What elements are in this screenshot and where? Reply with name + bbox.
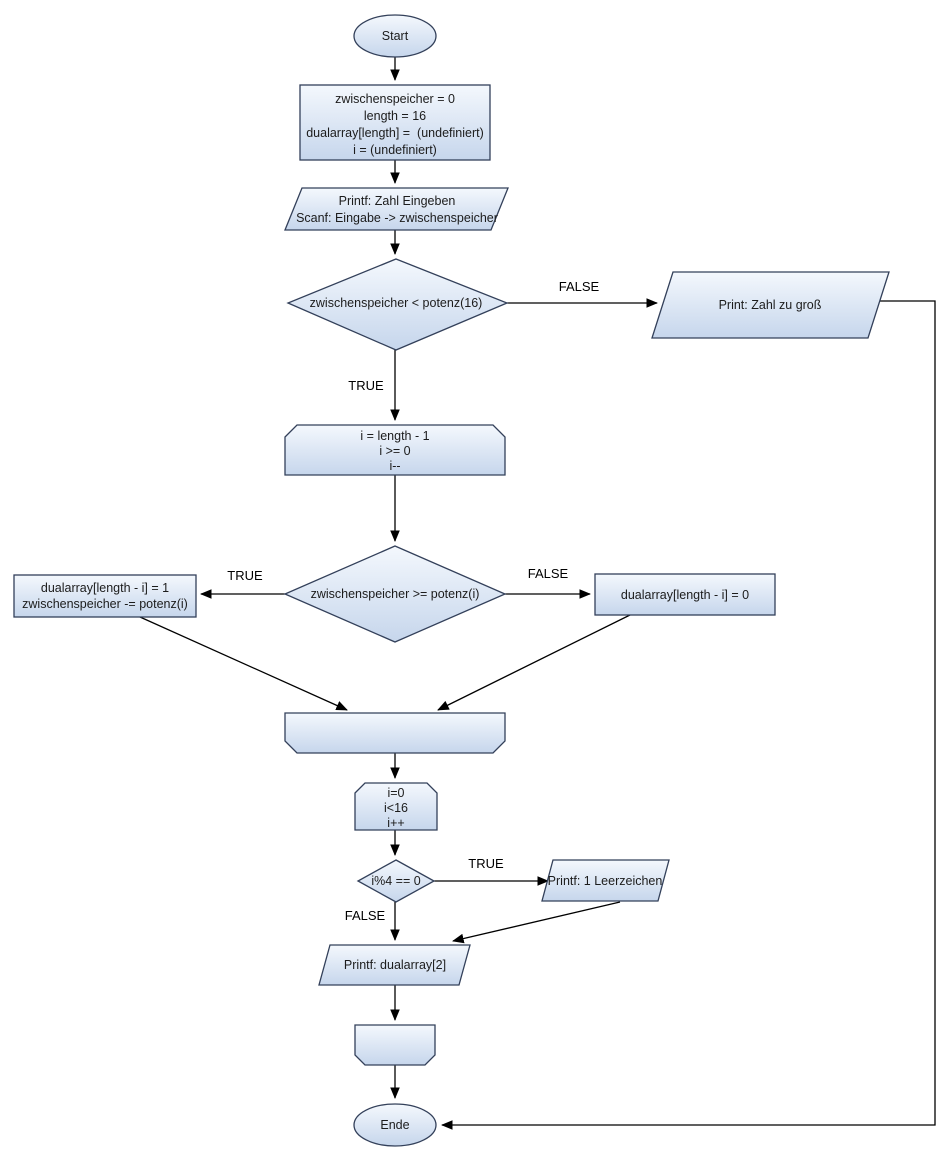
node-check-bit: zwischenspeicher >= potenz(i): [283, 545, 507, 643]
check-bit-false-label: FALSE: [528, 566, 569, 581]
loop-down-line: i--: [389, 459, 400, 473]
init-line: length = 16: [364, 109, 426, 123]
input-io-shape: [284, 187, 509, 231]
node-start: Start: [353, 14, 437, 58]
set-one-line: zwischenspeicher -= potenz(i): [22, 597, 188, 611]
connectors: [139, 57, 936, 1130]
loop-down-line: i = length - 1: [360, 429, 429, 443]
print-too-big-io-shape: [651, 271, 890, 339]
check-bit-label: zwischenspeicher >= potenz(i): [311, 587, 480, 601]
loop-up-line: i++: [387, 816, 404, 830]
start-terminator-shape: [353, 14, 437, 58]
ende-label: Ende: [380, 1118, 409, 1132]
init-line: i = (undefiniert): [353, 143, 437, 157]
node-check-max: zwischenspeicher < potenz(16): [286, 258, 509, 351]
print-too-big-label: Print: Zahl zu groß: [719, 298, 822, 312]
init-process-shape: [299, 84, 491, 161]
node-set-one: dualarray[length - i] = 1 zwischenspeich…: [13, 574, 197, 618]
init-line: zwischenspeicher = 0: [335, 92, 455, 106]
set-zero-process-shape: [594, 573, 776, 616]
print-digit-io-shape: [318, 944, 471, 986]
set-zero-label: dualarray[length - i] = 0: [621, 588, 749, 602]
arrow-set-one-to-merge: [139, 616, 348, 711]
arrow-set-zero-to-merge: [437, 614, 631, 711]
check-max-label: zwischenspeicher < potenz(16): [310, 296, 483, 310]
node-print-too-big: Print: Zahl zu groß: [651, 271, 890, 339]
check-mod-false-label: FALSE: [345, 908, 386, 923]
node-input: Printf: Zahl Eingeben Scanf: Eingabe -> …: [284, 187, 509, 231]
check-mod-label: i%4 == 0: [371, 874, 420, 888]
node-init: zwischenspeicher = 0 length = 16 dualarr…: [299, 84, 491, 161]
arrow-print-too-big-to-ende: [441, 300, 936, 1130]
check-bit-decision-shape: [283, 545, 507, 643]
check-mod-true-label: TRUE: [468, 856, 504, 871]
loop-up-line: i=0: [387, 786, 404, 800]
init-line: dualarray[length] = (undefiniert): [306, 126, 484, 140]
node-loop-down-end: [284, 712, 506, 754]
loop-down-line: i >= 0: [379, 444, 410, 458]
arrow-print-space-to-print-digit: [452, 901, 621, 944]
loop-up-shape: [354, 782, 438, 831]
print-digit-label: Printf: dualarray[2]: [344, 958, 446, 972]
node-loop-up: i=0 i<16 i++: [354, 782, 438, 831]
ende-terminator-shape: [353, 1103, 437, 1147]
check-max-false-label: FALSE: [559, 279, 600, 294]
node-loop-down: i = length - 1 i >= 0 i--: [284, 424, 506, 476]
print-space-label: Printf: 1 Leerzeichen: [548, 874, 663, 888]
input-line: Printf: Zahl Eingeben: [339, 194, 456, 208]
set-one-line: dualarray[length - i] = 1: [41, 581, 169, 595]
set-one-process-shape: [13, 574, 197, 618]
node-ende: Ende: [353, 1103, 437, 1147]
node-print-space: Printf: 1 Leerzeichen: [541, 859, 670, 902]
node-print-digit: Printf: dualarray[2]: [318, 944, 471, 986]
node-loop-up-end: [354, 1024, 436, 1066]
loop-down-end-shape: [284, 712, 506, 754]
check-mod-decision-shape: [356, 859, 436, 903]
loop-up-end-shape: [354, 1024, 436, 1066]
node-check-mod: i%4 == 0: [356, 859, 436, 903]
check-max-decision-shape: [286, 258, 509, 351]
check-bit-true-label: TRUE: [227, 568, 263, 583]
input-line: Scanf: Eingabe -> zwischenspeicher: [296, 211, 498, 225]
check-max-true-label: TRUE: [348, 378, 384, 393]
node-set-zero: dualarray[length - i] = 0: [594, 573, 776, 616]
start-label: Start: [382, 29, 409, 43]
loop-up-line: i<16: [384, 801, 408, 815]
print-space-io-shape: [541, 859, 670, 902]
loop-down-shape: [284, 424, 506, 476]
